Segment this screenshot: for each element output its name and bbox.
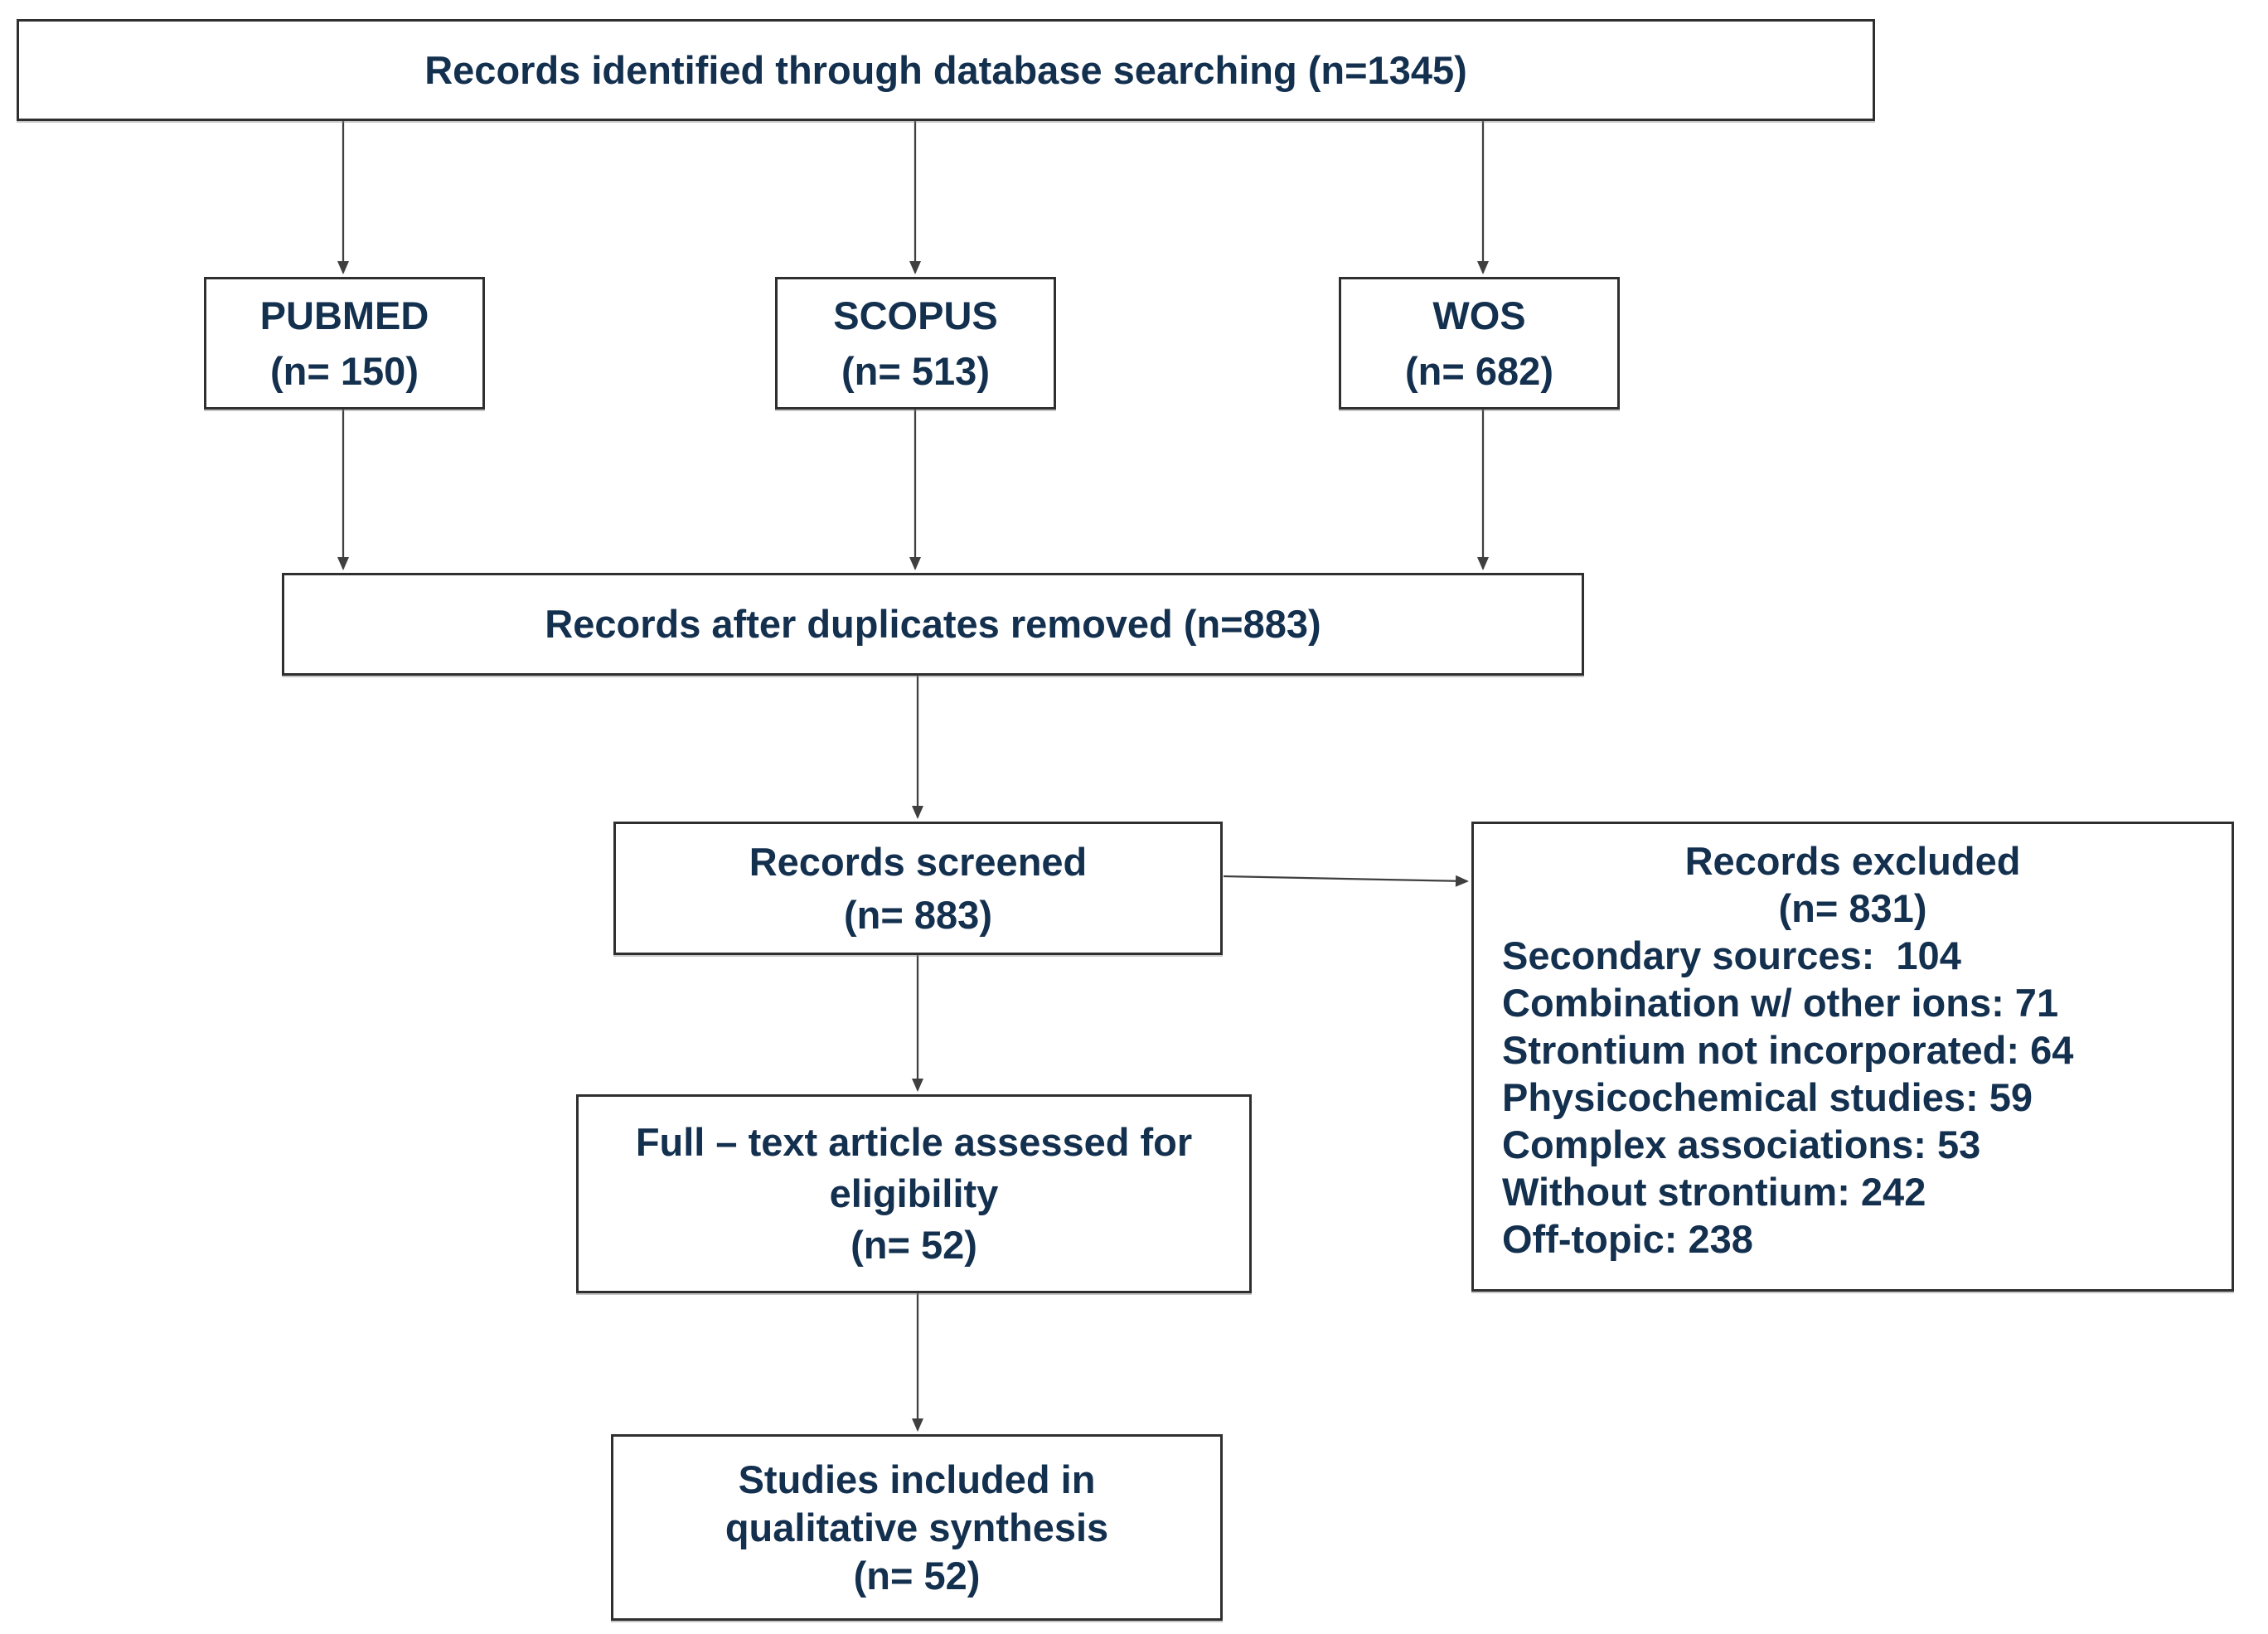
records-identified-label: Records identified through database sear… bbox=[424, 47, 1467, 92]
box-studies-included: Studies included in qualitative synthesi… bbox=[611, 1434, 1223, 1621]
included-line-2: qualitative synthesis bbox=[724, 1505, 1109, 1549]
pubmed-count: (n= 150) bbox=[270, 349, 419, 393]
excluded-reason-not-incorporated: Strontium not incorporated: 64 bbox=[1502, 1028, 2074, 1072]
scopus-count: (n= 513) bbox=[841, 349, 990, 393]
box-records-screened: Records screened (n= 883) bbox=[613, 822, 1223, 955]
box-duplicates-removed: Records after duplicates removed (n=883) bbox=[282, 573, 1584, 676]
excluded-reason-off-topic: Off-topic: 238 bbox=[1502, 1217, 1753, 1261]
wos-name: WOS bbox=[1432, 293, 1526, 337]
box-records-excluded: Records excluded (n= 831) Secondary sour… bbox=[1471, 822, 2234, 1292]
duplicates-removed-label: Records after duplicates removed (n=883) bbox=[545, 602, 1321, 646]
excluded-reason-physicochemical: Physicochemical studies: 59 bbox=[1502, 1075, 2033, 1119]
box-fulltext-assessed: Full – text article assessed for eligibi… bbox=[576, 1094, 1252, 1293]
records-screened-count: (n= 883) bbox=[844, 892, 992, 937]
records-excluded-title: Records excluded bbox=[1684, 839, 2021, 883]
scopus-name: SCOPUS bbox=[833, 293, 998, 337]
box-scopus: SCOPUS (n= 513) bbox=[775, 277, 1056, 410]
arrow-screened-to-excluded bbox=[1223, 875, 1469, 887]
box-wos: WOS (n= 682) bbox=[1339, 277, 1620, 410]
records-excluded-count: (n= 831) bbox=[1778, 886, 1927, 930]
excluded-reason-without-strontium: Without strontium: 242 bbox=[1502, 1170, 1926, 1214]
box-records-identified: Records identified through database sear… bbox=[17, 19, 1875, 121]
pubmed-name: PUBMED bbox=[259, 293, 429, 337]
fulltext-line-2: eligibility bbox=[829, 1171, 999, 1215]
records-screened-label: Records screened bbox=[749, 839, 1088, 884]
fulltext-line-1: Full – text article assessed for bbox=[635, 1120, 1193, 1164]
box-pubmed: PUBMED (n= 150) bbox=[204, 277, 485, 410]
included-count: (n= 52) bbox=[853, 1553, 981, 1598]
fulltext-count: (n= 52) bbox=[850, 1223, 977, 1267]
excluded-reason-complex-associations: Complex associations: 53 bbox=[1502, 1122, 1981, 1166]
excluded-reason-secondary-sources: Secondary sources: 104 bbox=[1502, 933, 1961, 977]
included-line-1: Studies included in bbox=[738, 1457, 1096, 1501]
wos-count: (n= 682) bbox=[1405, 349, 1553, 393]
excluded-reason-combination-ions: Combination w/ other ions: 71 bbox=[1502, 981, 2059, 1025]
